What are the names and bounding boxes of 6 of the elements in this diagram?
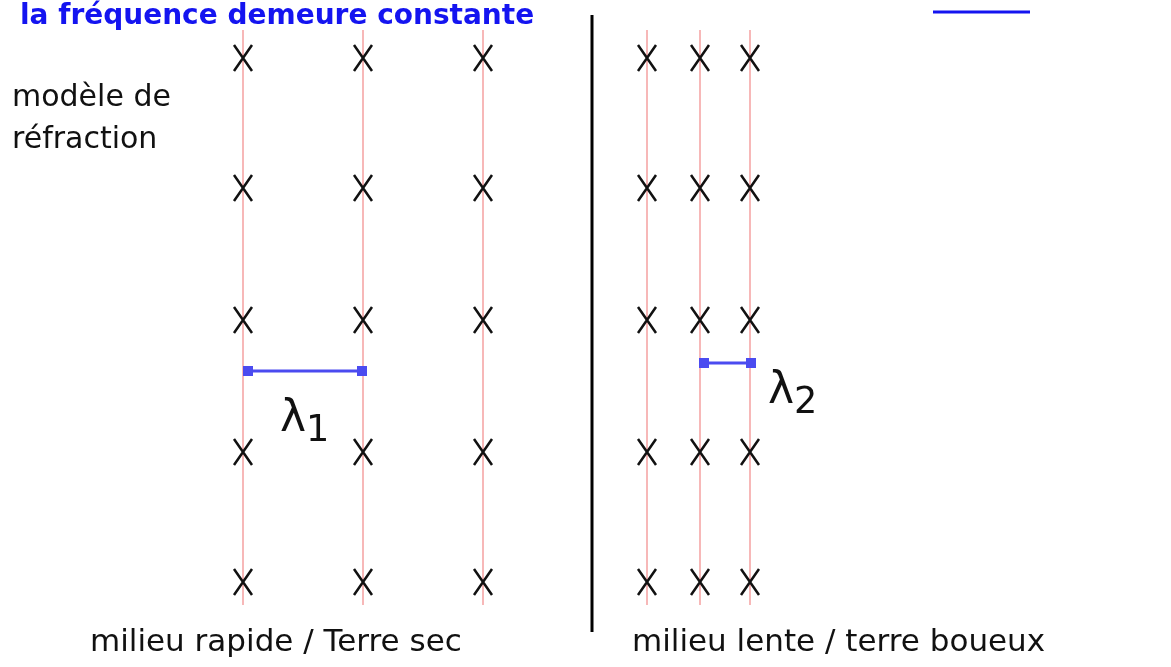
caption-text: modèle de réfraction bbox=[12, 77, 172, 157]
title: la fréquence demeure constante bbox=[20, 0, 535, 31]
medium-label: milieu rapide / Terre sec bbox=[90, 622, 462, 658]
wavelength-symbol: λ$_{2}$ bbox=[768, 362, 818, 422]
wavelength-symbol: λ$_{1}$ bbox=[280, 390, 330, 450]
medium-label: milieu lente / terre boueux bbox=[632, 622, 1046, 658]
